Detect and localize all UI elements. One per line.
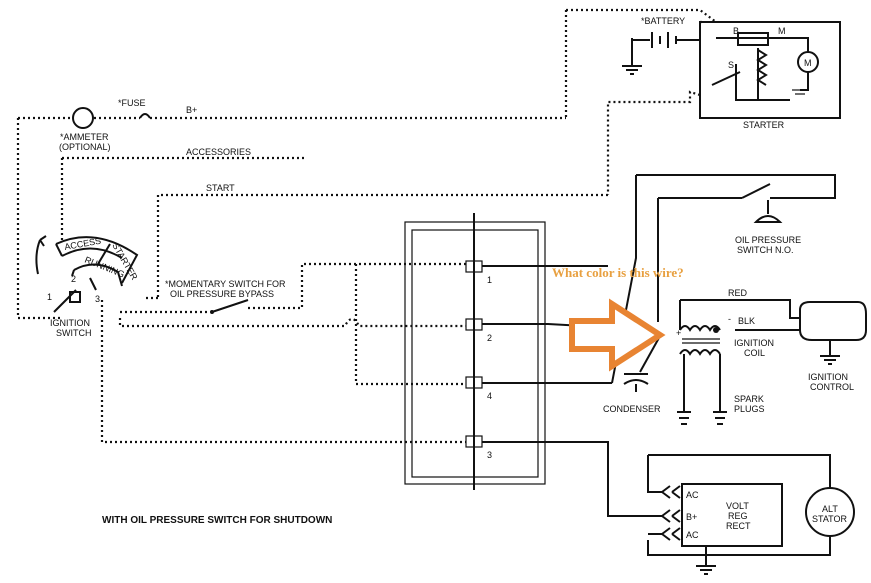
momentary-label-1: *MOMENTARY SWITCH FOR xyxy=(165,279,286,289)
starter-label: STARTER xyxy=(743,120,785,130)
fuse-label: *FUSE xyxy=(118,98,146,108)
blk-wire-label: BLK xyxy=(738,316,755,326)
reg-label: REG xyxy=(728,511,748,521)
b-plus-label: B+ xyxy=(186,105,197,115)
battery xyxy=(622,22,701,75)
position-3-label: 3 xyxy=(95,294,100,304)
ignition-coil-label-2: COIL xyxy=(744,348,765,358)
ignition-switch-label-1: IGNITION xyxy=(50,318,90,328)
accessories-label: ACCESSORIES xyxy=(186,147,251,157)
solid-wires xyxy=(482,174,836,556)
coil-minus-label: - xyxy=(728,314,731,324)
battery-label: *BATTERY xyxy=(641,16,685,26)
condenser xyxy=(623,373,649,392)
ammeter xyxy=(72,107,94,129)
starter-m-label: M xyxy=(778,26,786,36)
fuse xyxy=(139,113,151,119)
terminal-3-label: 3 xyxy=(487,450,492,460)
annotation-arrow xyxy=(569,298,666,372)
terminal-4-label: 4 xyxy=(487,391,492,401)
momentary-label-2: OIL PRESSURE BYPASS xyxy=(170,289,274,299)
ignition-switch-label-2: SWITCH xyxy=(56,328,92,338)
ignition-control xyxy=(799,301,867,365)
ignition-coil xyxy=(677,325,727,425)
ignition-control-label-1: IGNITION xyxy=(808,372,848,382)
oil-switch-label-2: SWITCH N.O. xyxy=(737,245,794,255)
question-annotation: What color is this wire? xyxy=(552,265,684,280)
momentary-switch xyxy=(210,299,249,314)
ignition-coil-label-1: IGNITION xyxy=(734,338,774,348)
ammeter-label: *AMMETER xyxy=(60,132,109,142)
terminal-1-label: 1 xyxy=(487,275,492,285)
ammeter-optional-label: (OPTIONAL) xyxy=(59,142,111,152)
reg-ac2-label: AC xyxy=(686,530,699,540)
position-1-label: 1 xyxy=(47,292,52,302)
starter-solenoid xyxy=(699,21,841,119)
oil-pressure-switch xyxy=(741,183,795,223)
spark-plugs-label-1: SPARK xyxy=(734,394,764,404)
alt-label-2: STATOR xyxy=(812,514,848,524)
alt-label-1: ALT xyxy=(822,504,838,514)
spark-plugs-label-2: PLUGS xyxy=(734,404,765,414)
condenser-label: CONDENSER xyxy=(603,404,661,414)
starter-s-label: S xyxy=(728,60,734,70)
reg-bplus-label: B+ xyxy=(686,512,697,522)
red-wire-label: RED xyxy=(728,288,748,298)
ignition-control-label-2: CONTROL xyxy=(810,382,854,392)
diagram-title: WITH OIL PRESSURE SWITCH FOR SHUTDOWN xyxy=(102,515,332,526)
dotted-wires xyxy=(16,8,717,444)
ignition-switch xyxy=(35,235,139,313)
terminal-2-label: 2 xyxy=(487,333,492,343)
starter-b-label: B xyxy=(733,26,739,36)
position-2-label: 2 xyxy=(71,274,76,284)
coil-plus-label: + xyxy=(676,328,681,338)
alternator-stator xyxy=(805,454,855,556)
terminal-block xyxy=(404,213,546,490)
start-label: START xyxy=(206,183,235,193)
oil-switch-label-1: OIL PRESSURE xyxy=(735,235,801,245)
rect-label: RECT xyxy=(726,521,751,531)
motor-label: M xyxy=(804,58,812,68)
reg-ac1-label: AC xyxy=(686,490,699,500)
volt-label: VOLT xyxy=(726,501,749,511)
voltage-regulator xyxy=(661,483,783,575)
